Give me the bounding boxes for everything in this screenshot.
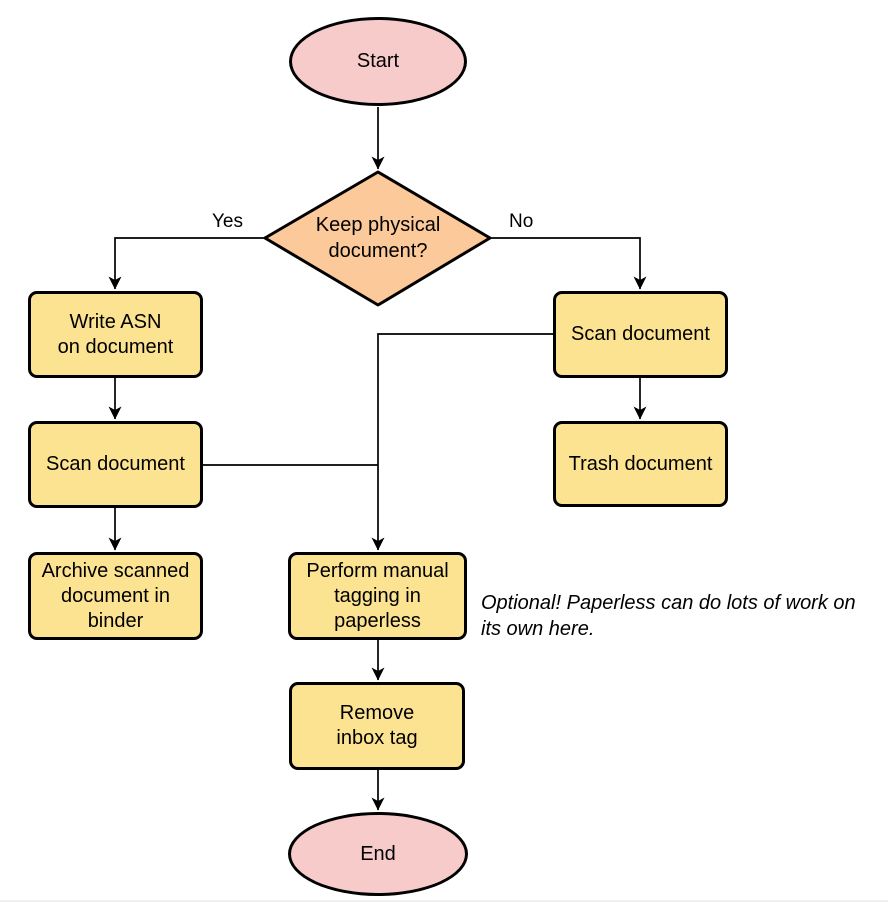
edge-label-no: No xyxy=(509,211,534,232)
node-end: End xyxy=(288,812,468,896)
node-scan-document-left: Scan document xyxy=(28,421,203,508)
edge-label-yes: Yes xyxy=(212,211,243,232)
node-trash-document: Trash document xyxy=(553,421,728,507)
edge-scanright-tagging xyxy=(371,333,553,551)
node-scan-document-right: Scan document xyxy=(553,291,728,378)
node-decision-label: Keep physical document? xyxy=(315,214,441,262)
node-remove-inbox-tag: Remove inbox tag xyxy=(289,682,465,770)
node-manual-tagging: Perform manual tagging in paperless xyxy=(288,552,467,640)
node-start: Start xyxy=(289,17,467,106)
edge-decision-no xyxy=(490,237,647,290)
node-archive-binder: Archive scanned document in binder xyxy=(28,552,203,640)
edge-decision-yes xyxy=(108,237,265,290)
page-bottom-divider xyxy=(0,900,888,902)
optional-note: Optional! Paperless can do lots of work … xyxy=(481,592,856,640)
node-write-asn: Write ASN on document xyxy=(28,291,203,378)
